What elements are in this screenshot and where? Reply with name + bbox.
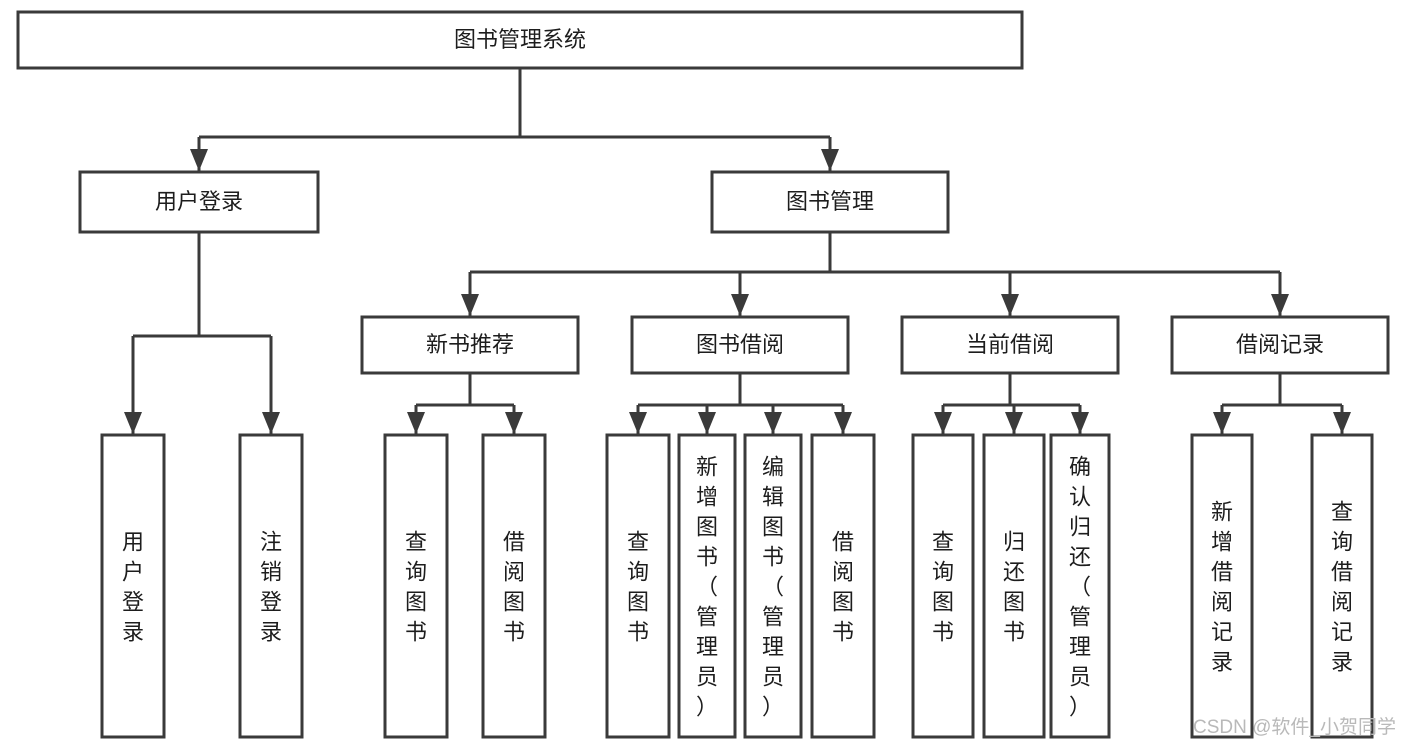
arrow-head-icon-leaf-return-book (1005, 412, 1023, 434)
node-box-leaf-query-book-rec (383, 433, 449, 739)
node-box-book-borrow (630, 315, 850, 375)
node-leaf-query-book-rec[interactable]: 查询图书 (383, 433, 449, 739)
node-label-leaf-query-book-rec: 查询图书 (405, 529, 427, 644)
node-box-leaf-return-book (982, 433, 1046, 739)
node-label-user-login: 用户登录 (155, 189, 243, 214)
node-box-leaf-add-borrow-record (1190, 433, 1254, 739)
node-label-current-borrow: 当前借阅 (966, 332, 1054, 357)
node-box-leaf-query-book-cur (911, 433, 975, 739)
arrow-head-icon-current-borrow (1001, 294, 1019, 316)
node-box-leaf-add-book-admin (677, 433, 737, 739)
node-leaf-return-book[interactable]: 归还图书 (982, 433, 1046, 739)
arrow-head-icon-leaf-add-book-admin (698, 412, 716, 434)
node-label-leaf-add-borrow-record: 新增借阅记录 (1211, 499, 1233, 674)
node-book-manage[interactable]: 图书管理 (710, 170, 950, 234)
node-box-leaf-borrow-book-rec (481, 433, 547, 739)
node-label-new-book-recommend: 新书推荐 (426, 332, 514, 357)
node-label-leaf-borrow-book-rec: 借阅图书 (503, 529, 525, 644)
node-box-borrow-record (1170, 315, 1390, 375)
node-label-leaf-return-book: 归还图书 (1003, 529, 1025, 644)
node-leaf-borrow-book-rec[interactable]: 借阅图书 (481, 433, 547, 739)
node-label-leaf-add-book-admin: 新增图书（管理员） (696, 454, 718, 719)
node-label-leaf-query-book-cur: 查询图书 (932, 529, 954, 644)
node-box-leaf-user-login (100, 433, 166, 739)
arrow-head-icon-book-manage (821, 149, 839, 171)
arrow-head-icon-leaf-borrow-book-bor (834, 412, 852, 434)
node-user-login[interactable]: 用户登录 (78, 170, 320, 234)
node-leaf-user-login[interactable]: 用户登录 (100, 433, 166, 739)
node-label-leaf-borrow-book-bor: 借阅图书 (832, 529, 854, 644)
node-box-user-login (78, 170, 320, 234)
node-label-leaf-edit-book-admin: 编辑图书（管理员） (762, 454, 784, 719)
node-leaf-add-book-admin[interactable]: 新增图书（管理员） (677, 433, 737, 739)
arrow-head-icon-leaf-query-book-rec (407, 412, 425, 434)
node-leaf-query-book-cur[interactable]: 查询图书 (911, 433, 975, 739)
node-leaf-logout-login[interactable]: 注销登录 (238, 433, 304, 739)
node-label-borrow-record: 借阅记录 (1236, 332, 1324, 357)
arrow-head-icon-new-book-recommend (461, 294, 479, 316)
node-layer: 用户登录图书管理新书推荐图书借阅当前借阅借阅记录用户登录注销登录查询图书借阅图书… (16, 10, 1390, 739)
arrow-head-icon-leaf-confirm-return-admin (1071, 412, 1089, 434)
connector-layer (124, 68, 1351, 434)
arrow-head-icon-leaf-logout-login (262, 412, 280, 434)
node-box-leaf-query-book-bor (605, 433, 671, 739)
arrow-head-icon-leaf-borrow-book-rec (505, 412, 523, 434)
node-label-book-borrow: 图书借阅 (696, 332, 784, 357)
node-label-leaf-query-borrow-record: 查询借阅记录 (1331, 499, 1353, 674)
node-label-book-manage: 图书管理 (786, 189, 874, 214)
node-label-leaf-logout-login: 注销登录 (260, 529, 282, 644)
arrow-head-icon-book-borrow (731, 294, 749, 316)
node-box-leaf-borrow-book-bor (810, 433, 876, 739)
node-label-leaf-user-login: 用户登录 (122, 529, 144, 644)
node-book-borrow[interactable]: 图书借阅 (630, 315, 850, 375)
node-leaf-edit-book-admin[interactable]: 编辑图书（管理员） (743, 433, 803, 739)
node-box-book-manage (710, 170, 950, 234)
node-leaf-confirm-return-admin[interactable]: 确认归还（管理员） (1049, 433, 1111, 739)
node-label-root: 图书管理系统 (454, 27, 586, 52)
node-leaf-query-borrow-record[interactable]: 查询借阅记录 (1310, 433, 1374, 739)
node-label-leaf-confirm-return-admin: 确认归还（管理员） (1069, 454, 1091, 719)
node-box-current-borrow (900, 315, 1120, 375)
node-leaf-query-book-bor[interactable]: 查询图书 (605, 433, 671, 739)
node-borrow-record[interactable]: 借阅记录 (1170, 315, 1390, 375)
node-box-new-book-recommend (360, 315, 580, 375)
node-new-book-recommend[interactable]: 新书推荐 (360, 315, 580, 375)
arrow-head-icon-leaf-query-book-cur (934, 412, 952, 434)
arrow-head-icon-leaf-query-borrow-record (1333, 412, 1351, 434)
arrow-head-icon-user-login (190, 149, 208, 171)
node-box-root (16, 10, 1024, 70)
arrow-head-icon-borrow-record (1271, 294, 1289, 316)
csdn-watermark: CSDN @软件_小贺同学 (1193, 716, 1396, 738)
arrow-head-icon-leaf-query-book-bor (629, 412, 647, 434)
node-box-leaf-query-borrow-record (1310, 433, 1374, 739)
arrow-head-icon-leaf-user-login (124, 412, 142, 434)
node-root[interactable]: 图书管理系统 (16, 10, 1024, 70)
node-box-leaf-edit-book-admin (743, 433, 803, 739)
node-leaf-borrow-book-bor[interactable]: 借阅图书 (810, 433, 876, 739)
node-box-leaf-logout-login (238, 433, 304, 739)
node-current-borrow[interactable]: 当前借阅 (900, 315, 1120, 375)
node-leaf-add-borrow-record[interactable]: 新增借阅记录 (1190, 433, 1254, 739)
node-box-leaf-confirm-return-admin (1049, 433, 1111, 739)
arrow-head-icon-leaf-add-borrow-record (1213, 412, 1231, 434)
arrow-head-icon-leaf-edit-book-admin (764, 412, 782, 434)
node-label-leaf-query-book-bor: 查询图书 (627, 529, 649, 644)
